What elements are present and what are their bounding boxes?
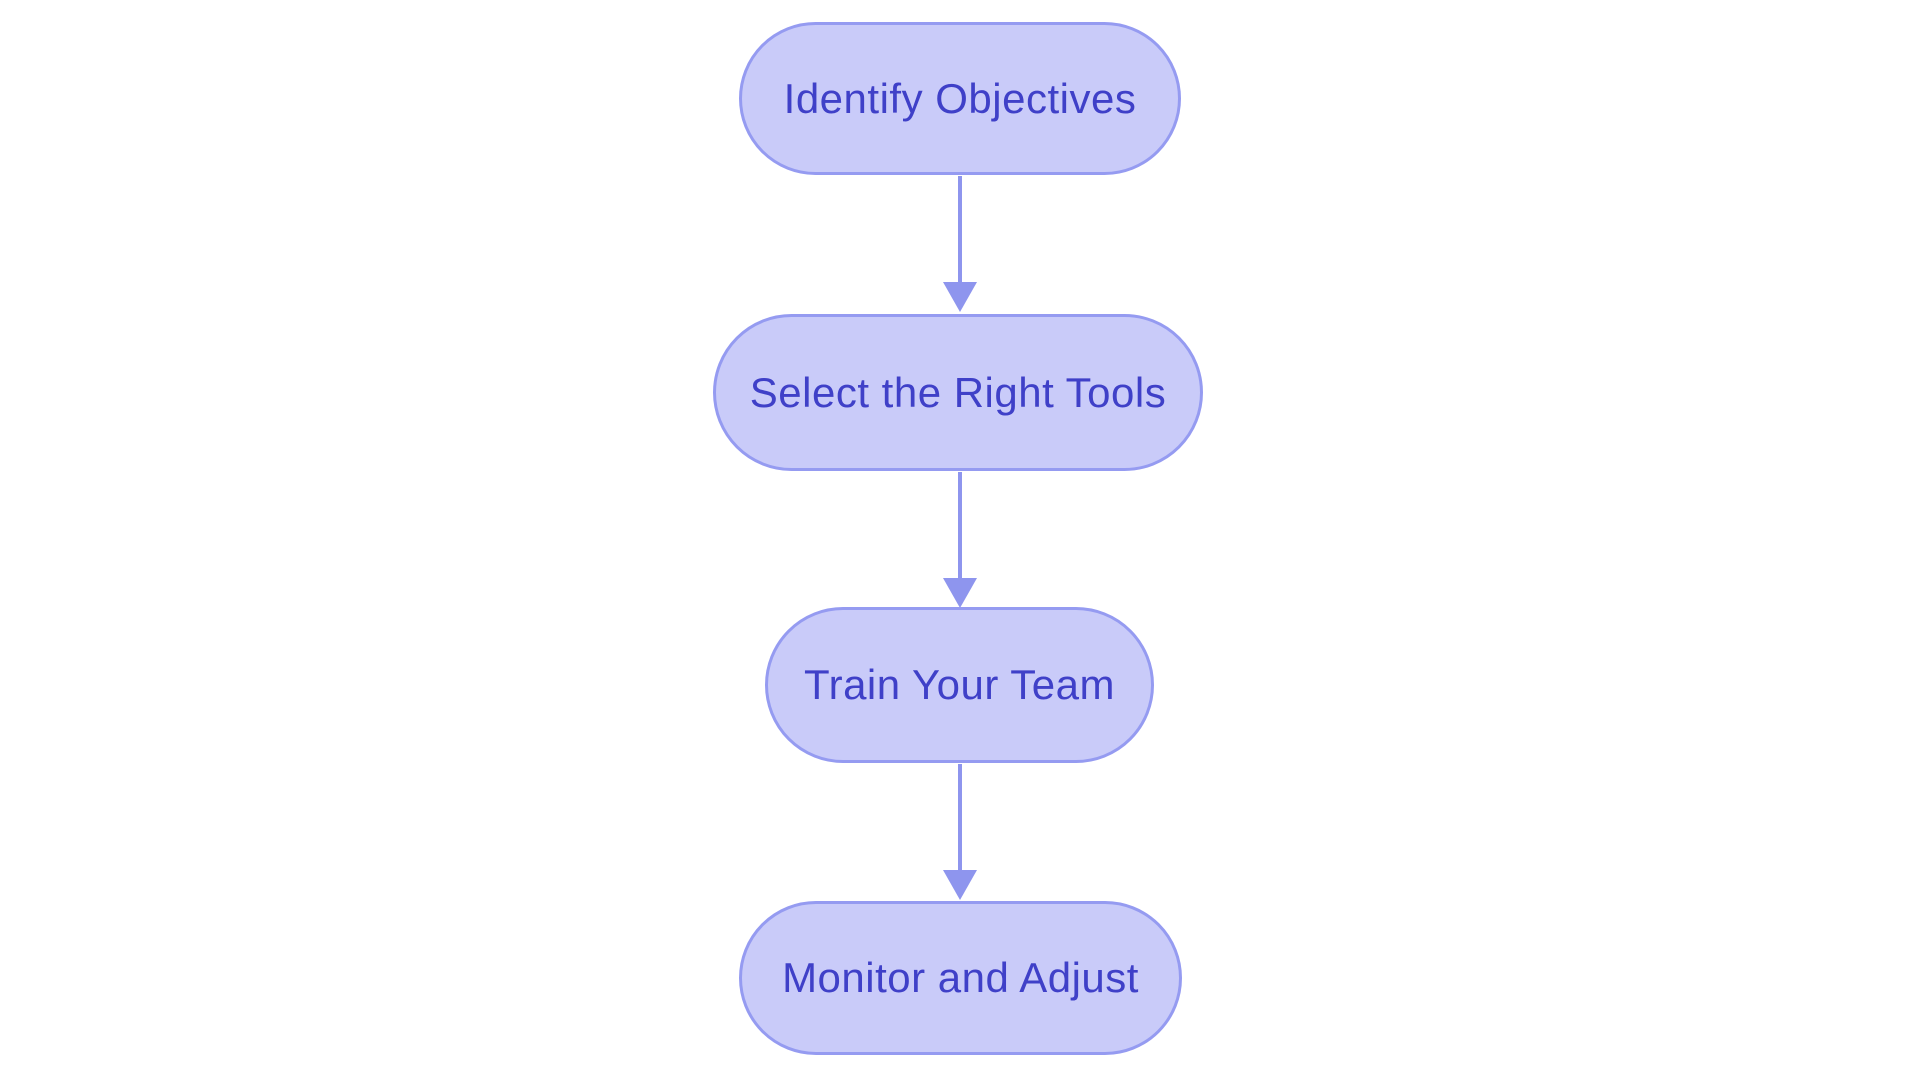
- flow-node-identify-objectives: Identify Objectives: [739, 22, 1181, 175]
- arrow-stem: [958, 764, 962, 871]
- flow-node-label: Train Your Team: [803, 661, 1115, 708]
- arrow-head-icon: [943, 870, 977, 900]
- arrow-head-icon: [943, 578, 977, 608]
- flow-node-label: Monitor and Adjust: [782, 954, 1139, 1001]
- arrow-head-icon: [943, 282, 977, 312]
- arrow-stem: [958, 176, 962, 283]
- connector-arrow-down-1: [943, 176, 977, 312]
- connector-arrow-down-3: [943, 764, 977, 900]
- arrow-stem: [958, 472, 962, 579]
- flow-node-label: Select the Right Tools: [749, 368, 1167, 416]
- flow-node-monitor-and-adjust: Monitor and Adjust: [739, 901, 1182, 1055]
- flow-node-train-your-team: Train Your Team: [765, 607, 1154, 763]
- flow-node-label: Identify Objectives: [783, 74, 1137, 122]
- flow-node-select-the-right-tools: Select the Right Tools: [713, 314, 1203, 471]
- connector-arrow-down-2: [943, 472, 977, 608]
